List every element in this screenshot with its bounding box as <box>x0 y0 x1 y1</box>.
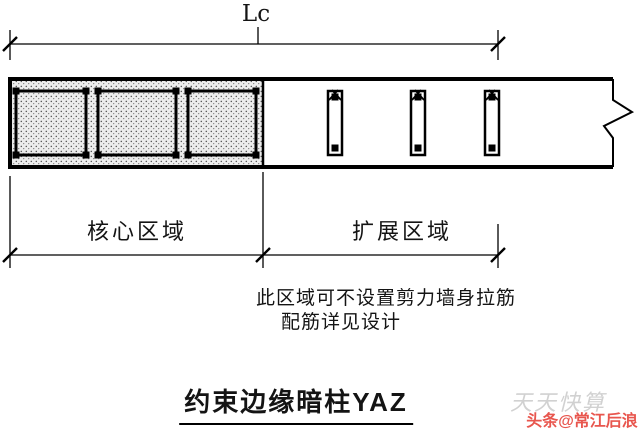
core-region-hatch <box>11 80 263 166</box>
dimension-tick <box>255 247 271 263</box>
core-region-label: 核心区域 <box>86 219 188 244</box>
extension-ties <box>326 89 501 157</box>
extension-rebar-dots <box>331 93 496 152</box>
note-line-1: 此区域可不设置剪力墙身拉筋 <box>255 288 517 309</box>
core-rebar-dots <box>12 87 260 159</box>
watermark-text: 头条@常江后浪 <box>526 413 638 430</box>
extension-region-label: 扩展区域 <box>351 219 453 244</box>
wall-section <box>8 77 613 169</box>
dimension-tick <box>490 247 506 263</box>
drawing-title: 约束边缘暗柱YAZ <box>179 382 413 425</box>
break-symbol <box>602 79 635 167</box>
dimension-tick <box>2 36 18 52</box>
core-stirrups <box>14 89 258 157</box>
region-dimension-line <box>2 172 506 268</box>
lc-dimension-label: Lc <box>241 1 271 27</box>
dimension-tick <box>490 36 506 52</box>
dimension-tick <box>2 247 18 263</box>
watermark-background-text: 天天快算 <box>509 390 607 415</box>
top-dimension-line <box>2 27 506 60</box>
note-line-2: 配筋详见设计 <box>280 312 402 333</box>
